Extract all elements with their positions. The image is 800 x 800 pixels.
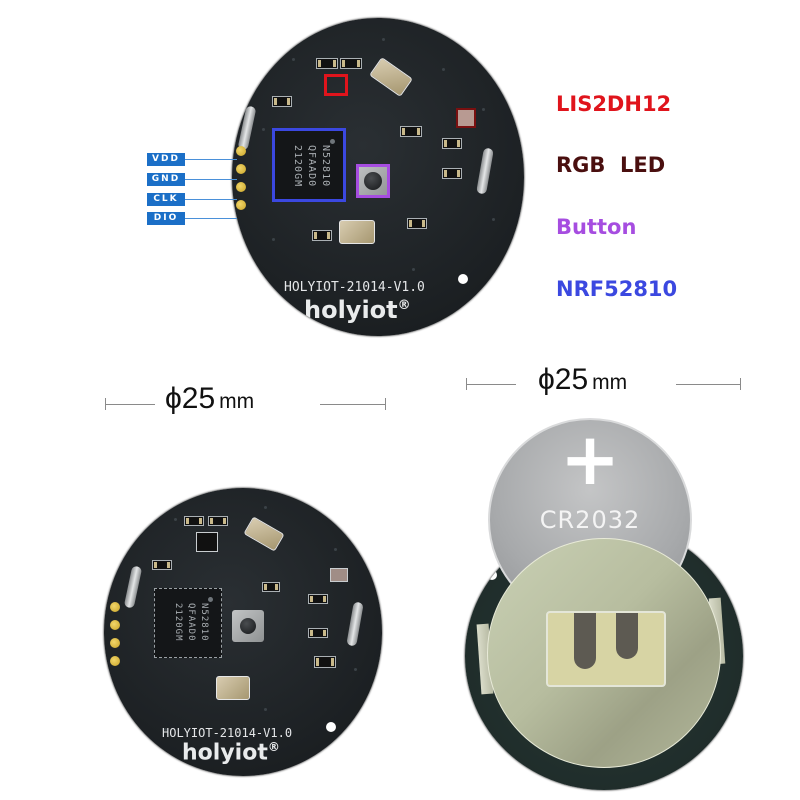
dim-line xyxy=(466,384,516,385)
pin-leader-vdd xyxy=(185,159,237,160)
nrf52810-chip: N52810 QFAAD0 2120GM xyxy=(154,588,222,658)
pad-vdd xyxy=(236,146,246,156)
chip-marking-line1: N52810 xyxy=(320,145,331,188)
crystal-32k xyxy=(339,220,375,244)
button-cap xyxy=(240,618,256,634)
holder-window xyxy=(546,611,666,687)
resistor xyxy=(340,58,362,69)
nrf52810-highlight xyxy=(272,128,346,202)
rgb-led-highlight xyxy=(456,108,476,128)
tactile-button xyxy=(232,610,264,642)
registered-mark: ® xyxy=(267,740,280,754)
holyiot-logo: holyiot® xyxy=(304,296,411,324)
pin-label-dio: DIO xyxy=(147,212,185,225)
resistor xyxy=(152,560,172,570)
resistor xyxy=(442,138,462,149)
chip-marking-line1: N52810 xyxy=(199,603,209,642)
resistor xyxy=(262,582,280,592)
pad-vdd xyxy=(110,602,120,612)
chip-marking-line3: 2120GM xyxy=(292,145,303,188)
lis2dh12-highlight xyxy=(324,74,348,96)
sensor-footprint xyxy=(196,532,218,552)
resistor xyxy=(314,656,336,668)
pin-label-clk: CLK xyxy=(147,193,185,206)
chip-marking-line3: 2120GM xyxy=(173,603,183,642)
contact-spring xyxy=(616,613,638,659)
resistor xyxy=(184,516,204,526)
logo-text: holyiot xyxy=(182,740,268,766)
diameter-value: ϕ25 xyxy=(538,363,589,396)
mounting-hole xyxy=(326,722,336,732)
diameter-unit: mm xyxy=(592,371,628,394)
pin-leader-dio xyxy=(185,218,237,219)
diameter-unit: mm xyxy=(219,390,255,413)
dim-line xyxy=(320,404,385,405)
nrf52810-chip: N52810 QFAAD0 2120GM xyxy=(274,130,344,202)
pin1-marker xyxy=(208,597,213,602)
registered-mark: ® xyxy=(397,298,411,313)
board-id-label: HOLYIOT-21014-V1.0 xyxy=(284,280,425,295)
crystal-oscillator xyxy=(369,57,413,97)
dim-tick xyxy=(740,378,741,390)
resistor xyxy=(312,230,332,241)
pad-dio xyxy=(110,656,120,666)
pcb-top-view: N52810 QFAAD0 2120GM HOLYIOT-21014-V1.0 … xyxy=(232,18,524,336)
led-footprint xyxy=(330,568,348,582)
pad-gnd xyxy=(110,620,120,630)
pcb-bottom-left-view: N52810 QFAAD0 2120GM HOLYIOT-21014-V1.0 … xyxy=(104,488,382,776)
solder-slot-left xyxy=(237,105,257,151)
pad-dio xyxy=(236,200,246,210)
pin-label-vdd: VDD xyxy=(147,153,185,166)
dim-line xyxy=(676,384,740,385)
chip-marking-line2: QFAAD0 xyxy=(306,145,317,188)
solder-slot-left xyxy=(123,565,143,609)
resistor xyxy=(442,168,462,179)
pin-label-gnd: GND xyxy=(147,173,185,186)
plus-icon: + xyxy=(559,417,621,501)
resistor xyxy=(400,126,422,137)
holyiot-logo: holyiot® xyxy=(182,740,280,765)
resistor xyxy=(407,218,427,229)
legend-rgb-led: RGB LED xyxy=(556,153,666,177)
resistor xyxy=(208,516,228,526)
button-cap xyxy=(364,172,382,190)
legend-lis2dh12: LIS2DH12 xyxy=(556,92,672,116)
legend-button: Button xyxy=(556,215,637,239)
crystal-32k xyxy=(216,676,250,700)
solder-slot-right xyxy=(346,601,364,647)
pad-clk xyxy=(110,638,120,648)
dim-tick xyxy=(385,398,386,410)
solder-slot-right xyxy=(476,147,494,195)
mounting-hole xyxy=(487,570,497,580)
pad-clk xyxy=(236,182,246,192)
chip-marking-line2: QFAAD0 xyxy=(186,603,196,642)
resistor xyxy=(272,96,292,107)
resistor xyxy=(316,58,338,69)
logo-text: holyiot xyxy=(304,296,398,324)
button-highlight xyxy=(356,164,390,198)
pin1-marker xyxy=(330,139,335,144)
pin-leader-clk xyxy=(185,199,237,200)
contact-spring xyxy=(574,613,596,669)
diameter-value: ϕ25 xyxy=(165,382,216,415)
resistor xyxy=(308,628,328,638)
crystal-oscillator xyxy=(243,516,285,552)
board-id-label: HOLYIOT-21014-V1.0 xyxy=(162,726,293,740)
legend-nrf52810: NRF52810 xyxy=(556,277,678,301)
tactile-button xyxy=(356,164,390,198)
pad-gnd xyxy=(236,164,246,174)
battery-holder-clip xyxy=(487,538,721,768)
resistor xyxy=(308,594,328,604)
pin-leader-gnd xyxy=(185,179,237,180)
dim-line xyxy=(105,404,155,405)
mounting-hole xyxy=(458,274,468,284)
battery-model-label: CR2032 xyxy=(539,506,641,534)
